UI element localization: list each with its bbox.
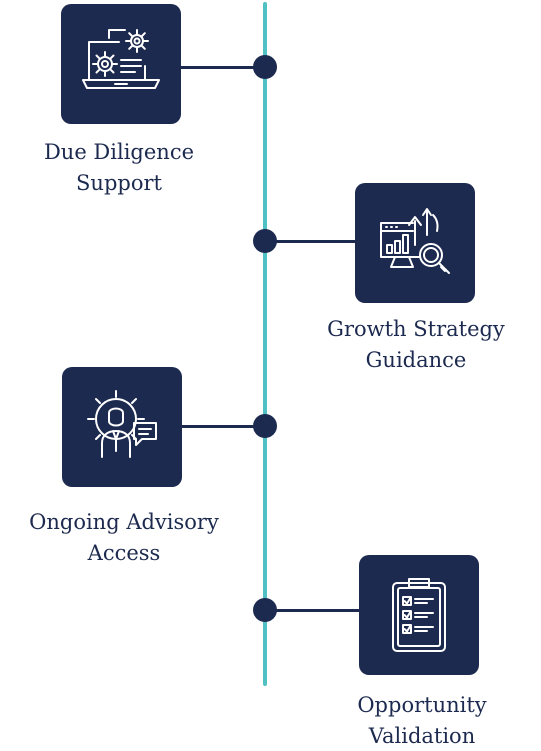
timeline-node-due-diligence	[253, 55, 277, 79]
timeline-node-growth-strategy	[253, 229, 277, 253]
milestone-label-line: Guidance	[365, 348, 467, 372]
growth-chart-magnifier-icon	[380, 208, 450, 274]
milestone-label-due-diligence: Due Diligence Support	[0, 137, 239, 199]
milestone-label-line: Ongoing Advisory	[29, 510, 219, 534]
milestone-icon-tile-growth-strategy	[355, 183, 475, 303]
milestone-label-ongoing-advisory: Ongoing Advisory Access	[4, 507, 244, 569]
milestone-label-line: Access	[87, 541, 161, 565]
milestone-label-line: Growth Strategy	[327, 317, 505, 341]
milestone-icon-tile-ongoing-advisory	[62, 367, 182, 487]
connector-growth-strategy	[265, 240, 357, 243]
timeline-line	[263, 2, 267, 686]
advisor-gear-chat-icon	[87, 390, 157, 458]
timeline-node-opportunity-validation	[253, 598, 277, 622]
milestone-label-opportunity-validation: Opportunity Validation	[302, 690, 541, 751]
milestone-label-line: Due Diligence	[43, 140, 195, 164]
milestone-label-line: Validation	[368, 724, 476, 748]
milestone-label-line: Opportunity	[357, 693, 487, 717]
connector-due-diligence	[180, 66, 266, 69]
connector-ongoing-advisory	[182, 425, 266, 428]
milestone-label-growth-strategy: Growth Strategy Guidance	[296, 314, 536, 376]
checklist-clipboard-icon	[392, 578, 446, 652]
milestone-label-line: Support	[76, 171, 162, 195]
milestone-icon-tile-due-diligence	[61, 4, 181, 124]
connector-opportunity-validation	[265, 609, 361, 612]
laptop-gears-icon	[82, 29, 160, 89]
milestone-icon-tile-opportunity-validation	[359, 555, 479, 675]
timeline-node-ongoing-advisory	[253, 414, 277, 438]
